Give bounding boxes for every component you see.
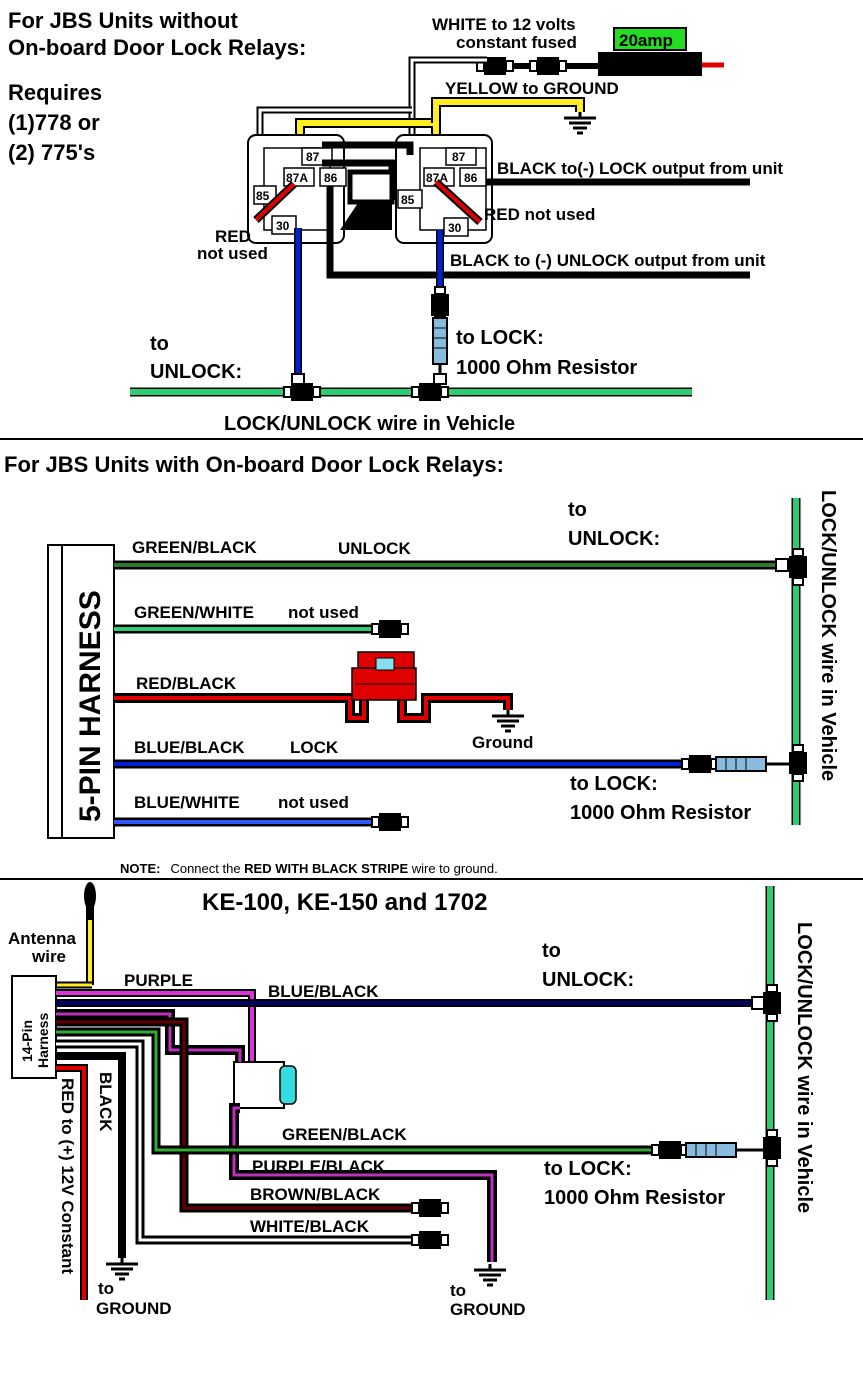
note: NOTE:Connect the RED WITH BLACK STRIPE w… — [120, 861, 498, 876]
red-not-used-right: RED not used — [484, 205, 595, 224]
wire-blue-black-fn: LOCK — [290, 738, 339, 757]
s2-vehicle-wire: LOCK/UNLOCK wire in Vehicle — [817, 490, 839, 781]
s2-to-lock-2: 1000 Ohm Resistor — [570, 802, 751, 824]
relay-red-icon — [351, 651, 417, 701]
fuse-label: 20amp — [619, 31, 673, 50]
svg-text:87A: 87A — [426, 171, 448, 185]
svg-text:85: 85 — [401, 193, 415, 207]
wire-brown-black-label: BROWN/BLACK — [250, 1185, 381, 1204]
s3-to-unlock-1: to — [542, 940, 561, 962]
wire-white-black-label: WHITE/BLACK — [250, 1217, 370, 1236]
ground-icon-right — [472, 1262, 508, 1287]
resistor-icon — [432, 317, 448, 365]
wire-blue-black-label-s3: BLUE/BLACK — [268, 982, 379, 1001]
svg-text:86: 86 — [464, 171, 478, 185]
fuse-icon — [613, 27, 687, 51]
antenna-label-1: Antenna — [8, 929, 77, 948]
white-wire-label-1: WHITE to 12 volts — [432, 15, 576, 34]
section3-title: KE-100, KE-150 and 1702 — [202, 889, 487, 916]
section1-title-line2: On-board Door Lock Relays: — [8, 35, 306, 60]
wire-blue-white-fn: not used — [278, 793, 349, 812]
antenna-label-2: wire — [31, 947, 66, 966]
14pin-harness — [11, 975, 57, 1079]
black-unlock-label: BLACK to (-) UNLOCK output from unit — [450, 251, 766, 270]
ground-icon-yellow — [562, 110, 598, 135]
s2-ground-label: Ground — [472, 733, 533, 752]
section-14pin: KE-100, KE-150 and 1702 Antenna wire 14-… — [8, 882, 815, 1319]
wire-blue-black-label: BLUE/BLACK — [134, 738, 245, 757]
wire-red-black-label: RED/BLACK — [136, 674, 237, 693]
svg-text:87: 87 — [306, 150, 320, 164]
ground-left-label-1: to — [98, 1279, 114, 1298]
wire-green-black-label: GREEN/BLACK — [132, 538, 257, 557]
resistor-icon-s2 — [715, 756, 767, 772]
s2-to-unlock-1: to — [568, 499, 587, 521]
section2-title: For JBS Units with On-board Door Lock Re… — [4, 452, 504, 477]
s1-to-unlock-1: to — [150, 333, 169, 355]
s1-to-lock-2: 1000 Ohm Resistor — [456, 357, 637, 379]
s1-vehicle-wire: LOCK/UNLOCK wire in Vehicle — [224, 413, 515, 435]
svg-text:85: 85 — [256, 189, 270, 203]
ground-left-label-2: GROUND — [96, 1299, 172, 1318]
wire-purple-black-label: PURPLE/BLACK — [252, 1157, 386, 1176]
wire-green-white-label: GREEN/WHITE — [134, 603, 254, 622]
white-wire-label-2: constant fused — [456, 33, 577, 52]
s3-vehicle-wire: LOCK/UNLOCK wire in Vehicle — [793, 922, 815, 1213]
svg-text:30: 30 — [276, 219, 290, 233]
requires-line2: (1)778 or — [8, 110, 100, 135]
5pin-harness — [61, 544, 115, 839]
s2-to-lock-1: to LOCK: — [570, 773, 658, 795]
antenna-icon — [84, 882, 96, 910]
section1-title-line1: For JBS Units without — [8, 8, 238, 33]
s3-to-lock-2: 1000 Ohm Resistor — [544, 1187, 725, 1209]
relay-box-s3 — [233, 1061, 285, 1109]
fuse-holder — [598, 52, 702, 76]
wire-green-black-label-s3: GREEN/BLACK — [282, 1125, 407, 1144]
ground-icon-left — [104, 1256, 140, 1281]
yellow-wire-label: YELLOW to GROUND — [445, 79, 619, 98]
requires-line3: (2) 775's — [8, 140, 95, 165]
s1-to-unlock-2: UNLOCK: — [150, 361, 242, 383]
svg-text:87: 87 — [452, 150, 466, 164]
svg-text:30: 30 — [448, 221, 462, 235]
wire-green-black-fn: UNLOCK — [338, 539, 411, 558]
s2-to-unlock-2: UNLOCK: — [568, 528, 660, 550]
14pin-harness-label-2: Harness — [35, 1013, 51, 1068]
svg-text:86: 86 — [324, 171, 338, 185]
section-relays: For JBS Units without On-board Door Lock… — [8, 8, 783, 435]
wire-red-label: RED to (+) 12V Constant — [58, 1078, 77, 1274]
section-5pin: For JBS Units with On-board Door Lock Re… — [4, 452, 839, 876]
s1-to-lock-1: to LOCK: — [456, 327, 544, 349]
black-lock-label: BLACK to(-) LOCK output from unit — [497, 159, 783, 178]
ground-icon-s2 — [490, 708, 526, 733]
ground-right-label-2: GROUND — [450, 1300, 526, 1319]
wire-green-white-fn: not used — [288, 603, 359, 622]
red-not-used-left-2: not used — [197, 244, 268, 263]
ground-right-label-1: to — [450, 1281, 466, 1300]
resistor-icon-s3 — [685, 1142, 737, 1158]
wire-black-label: BLACK — [96, 1072, 115, 1132]
red-not-used-left-1: RED — [215, 227, 251, 246]
wire-blue-white-label: BLUE/WHITE — [134, 793, 240, 812]
14pin-harness-label-1: 14-Pin — [19, 1020, 35, 1062]
requires-line1: Requires — [8, 80, 102, 105]
wire-purple-label: PURPLE — [124, 971, 193, 990]
5pin-harness-label: 5-PIN HARNESS — [74, 590, 107, 822]
s3-to-lock-1: to LOCK: — [544, 1158, 632, 1180]
s3-to-unlock-2: UNLOCK: — [542, 969, 634, 991]
